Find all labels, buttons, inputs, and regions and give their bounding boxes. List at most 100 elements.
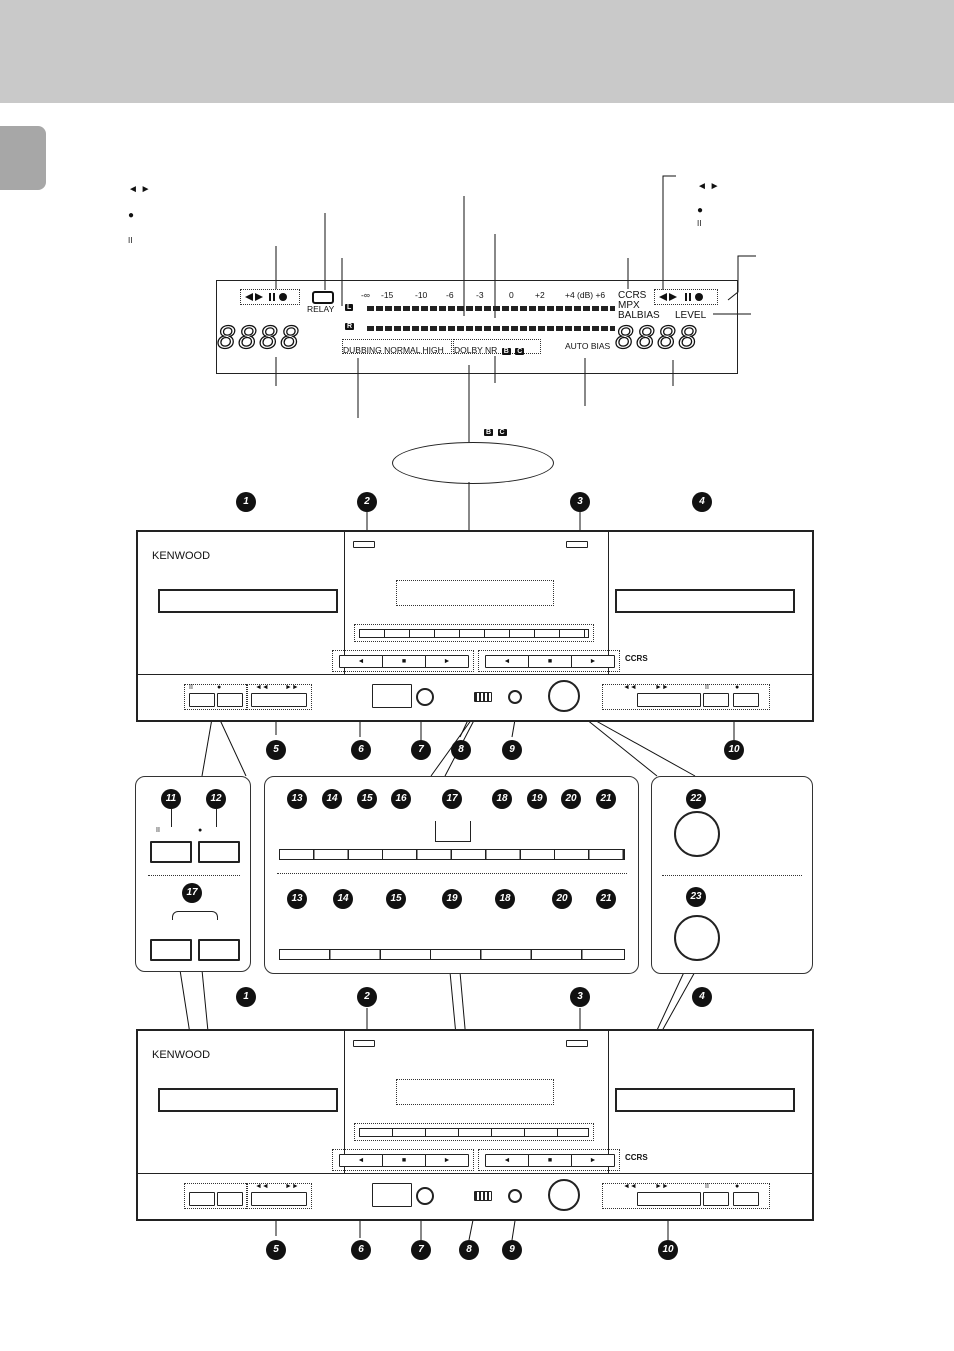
pause-button-a[interactable] — [189, 693, 215, 707]
rew-ff-button-a[interactable] — [251, 693, 307, 707]
scale-p2: +2 — [535, 290, 545, 300]
mic-slider-lower[interactable] — [474, 1191, 492, 1201]
pause-button-detail[interactable] — [150, 841, 192, 863]
mic-slider[interactable] — [474, 692, 492, 702]
function-buttons-lower[interactable] — [359, 1128, 589, 1137]
play-reverse-button-b[interactable]: ◄ — [485, 655, 529, 668]
play-forward-button-b-lower[interactable]: ► — [571, 1154, 615, 1167]
dolby-label: DOLBY NR — [454, 345, 498, 355]
cassette-door-a[interactable]: KENWOOD — [138, 532, 345, 674]
headphone-jack[interactable] — [416, 688, 434, 706]
headphone-jack-lower[interactable] — [416, 1187, 434, 1205]
rew-symbol-b-lower: ◄◄ — [623, 1183, 637, 1190]
mic-jack[interactable] — [508, 690, 522, 704]
play-reverse-button-a-lower[interactable]: ◄ — [339, 1154, 383, 1167]
legend-right-record: ● — [697, 205, 704, 216]
rew-ff-button-b-lower[interactable] — [637, 1192, 701, 1206]
left-deck-controls-a: II ● — [184, 684, 248, 710]
right-play-record-icon — [659, 293, 703, 301]
play-forward-button-a-lower[interactable]: ► — [425, 1154, 469, 1167]
fl-display: RELAY L R -∞ -15 -10 -6 -3 0 +2 +4 (dB) … — [216, 280, 738, 374]
callout-17-left: 17 — [182, 883, 202, 903]
callout-10-lower: 10 — [658, 1240, 678, 1260]
pause-button-b[interactable] — [703, 693, 729, 707]
callout-5-lower: 5 — [266, 1240, 286, 1260]
power-button[interactable] — [372, 684, 412, 708]
dubbing-labels: DUBBING NORMAL HIGH — [343, 345, 444, 355]
play-forward-button-b[interactable]: ► — [571, 655, 615, 668]
function-button-row-lower — [354, 1123, 594, 1141]
deck-front-bottom: KENWOOD CCRS ◄ ■ ► ◄ ■ ► ◄◄ ►► ◄◄ ►► II … — [136, 1029, 814, 1221]
callout-12: 12 — [206, 789, 226, 809]
balbias-indicator: BALBIAS — [618, 310, 660, 321]
record-button-a-lower[interactable] — [217, 1192, 243, 1206]
knob-23[interactable] — [674, 915, 720, 961]
left-play-record-icon — [245, 293, 287, 301]
eject-button-b-lower[interactable] — [566, 1040, 588, 1047]
record-button-a[interactable] — [217, 693, 243, 707]
function-buttons[interactable] — [359, 629, 589, 638]
stop-button-b[interactable]: ■ — [528, 655, 572, 668]
rew-ff-button-a-lower[interactable] — [251, 1192, 307, 1206]
play-reverse-button-a[interactable]: ◄ — [339, 655, 383, 668]
legend-right-play: ◄ ► — [697, 181, 720, 192]
legend-right-pause: II — [697, 219, 702, 228]
ccrs-badge-lower: CCRS — [625, 1153, 648, 1162]
callout-18-row1: 18 — [492, 789, 512, 809]
pause-button-a-lower[interactable] — [189, 1192, 215, 1206]
record-button-b-lower[interactable] — [733, 1192, 759, 1206]
scale-0: 0 — [509, 290, 514, 300]
cassette-door-a-lower[interactable]: KENWOOD — [138, 1031, 345, 1173]
display-window — [396, 580, 554, 606]
cassette-door-b[interactable]: CCRS — [608, 532, 813, 674]
record-button-b[interactable] — [733, 693, 759, 707]
function-buttons-row1[interactable] — [279, 849, 625, 860]
right-status-group — [654, 289, 718, 305]
callout-8: 8 — [451, 740, 471, 760]
button-17a-detail[interactable] — [150, 939, 192, 961]
scale-m6: -6 — [446, 290, 454, 300]
callout-b-tag: B — [484, 429, 494, 436]
ff-symbol-a: ►► — [285, 684, 299, 691]
scale-m15: -15 — [381, 290, 394, 300]
rew-ff-button-b[interactable] — [637, 693, 701, 707]
function-buttons-row2[interactable] — [279, 949, 625, 960]
cassette-window-a — [158, 589, 338, 613]
play-forward-button-a[interactable]: ► — [425, 655, 469, 668]
left-status-group — [240, 289, 300, 305]
play-reverse-button-b-lower[interactable]: ◄ — [485, 1154, 529, 1167]
knob-22[interactable] — [674, 811, 720, 857]
volume-knob[interactable] — [548, 680, 580, 712]
ff-symbol-b: ►► — [655, 684, 669, 691]
eject-button-b[interactable] — [566, 541, 588, 548]
stop-button-b-lower[interactable]: ■ — [528, 1154, 572, 1167]
button-17b-detail[interactable] — [198, 939, 240, 961]
panel-divider-right — [662, 875, 802, 876]
bracket-17 — [172, 911, 218, 920]
power-button-lower[interactable] — [372, 1183, 412, 1207]
scale-m10: -10 — [415, 290, 428, 300]
stop-button-a[interactable]: ■ — [382, 655, 426, 668]
wind-controls-a: ◄◄ ►► — [246, 684, 312, 710]
eject-button-a-lower[interactable] — [353, 1040, 375, 1047]
mic-jack-lower[interactable] — [508, 1189, 522, 1203]
dolby-c-tag: C — [515, 348, 525, 355]
volume-knob-lower[interactable] — [548, 1179, 580, 1211]
left-deck-controls-a-lower — [184, 1183, 248, 1209]
record-symbol-a: ● — [217, 684, 222, 691]
callout-20-row2: 20 — [552, 889, 572, 909]
relay-label: RELAY — [307, 304, 335, 314]
pause-button-b-lower[interactable] — [703, 1192, 729, 1206]
header-band — [0, 0, 954, 103]
record-button-detail[interactable] — [198, 841, 240, 863]
record-symbol-b-lower: ● — [735, 1183, 740, 1190]
callout-14-row2: 14 — [333, 889, 353, 909]
cassette-door-b-lower[interactable]: CCRS — [608, 1031, 813, 1173]
stop-button-a-lower[interactable]: ■ — [382, 1154, 426, 1167]
callout-2: 2 — [357, 492, 377, 512]
bracket-17-row1 — [435, 821, 471, 842]
callout-13-row2: 13 — [287, 889, 307, 909]
pause-symbol-b: II — [705, 684, 709, 691]
callout-18-row2: 18 — [495, 889, 515, 909]
eject-button-a[interactable] — [353, 541, 375, 548]
